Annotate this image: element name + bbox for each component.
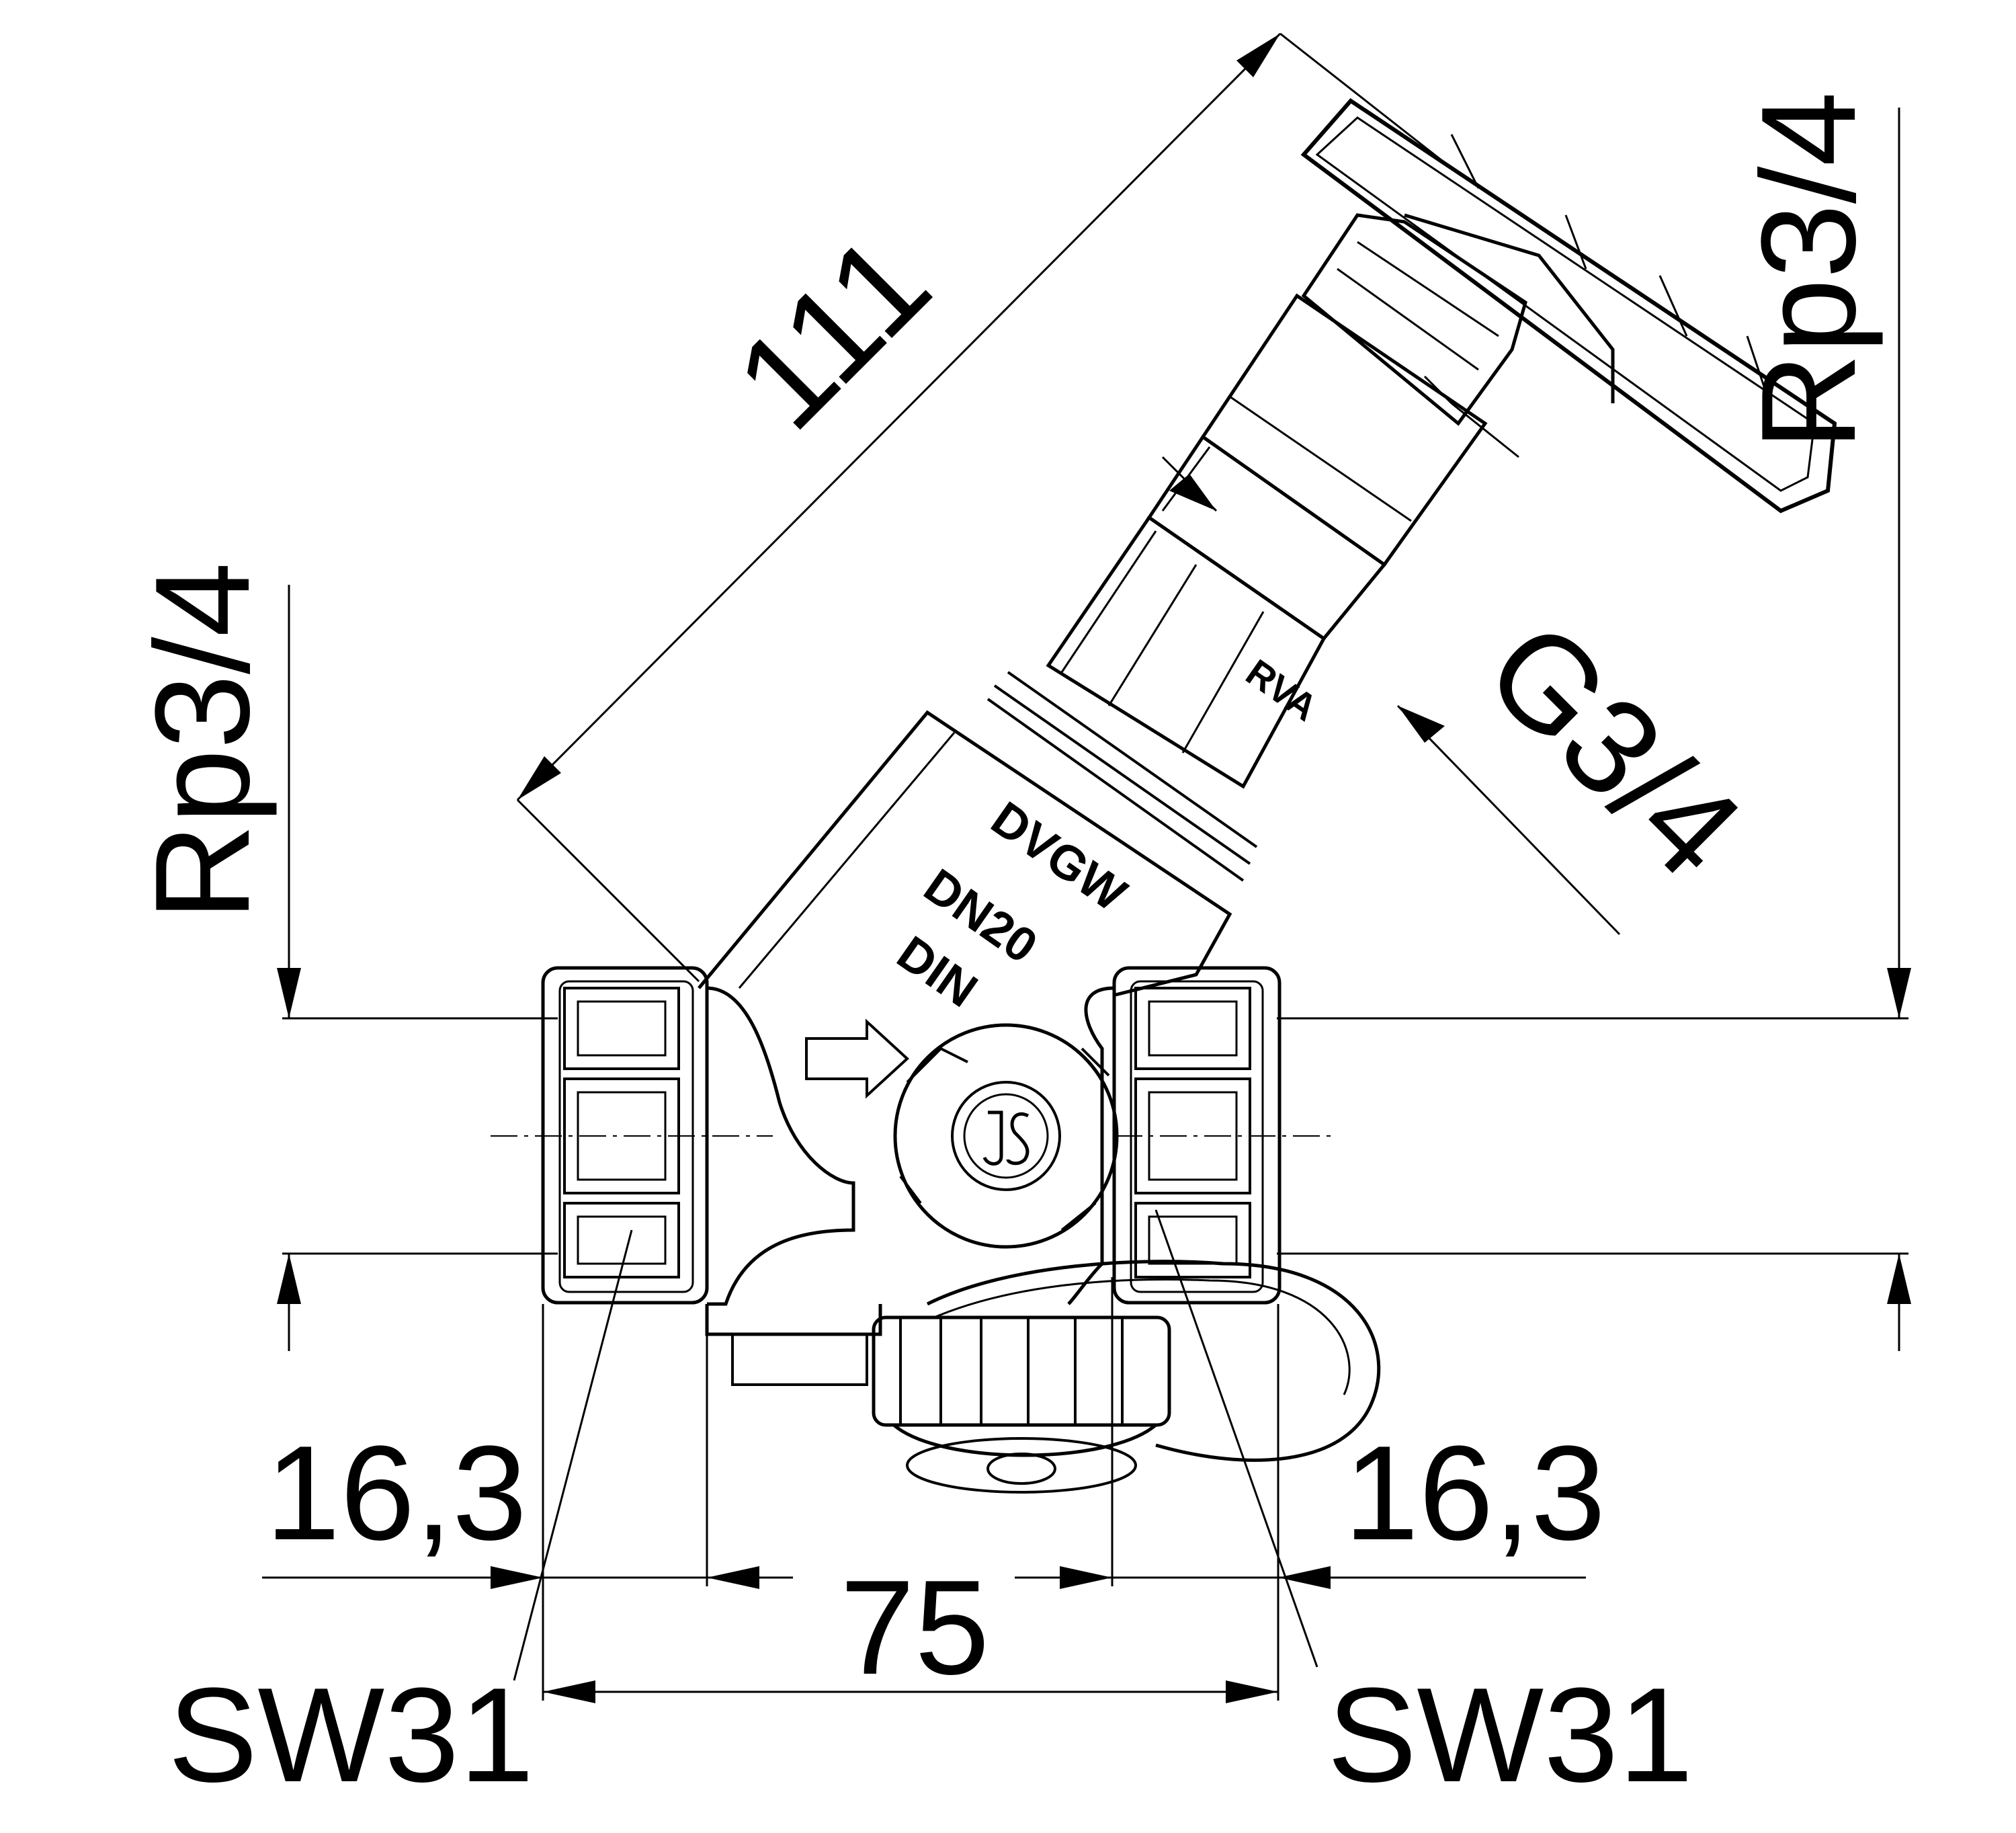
dimension-rp34-left: Rp3/4: [128, 562, 278, 921]
arrow-right-icon: [805, 1018, 909, 1099]
dimension-sw31-left: SW31: [168, 1660, 534, 1810]
dimension-111: 111: [708, 207, 958, 458]
valve-body: [541, 98, 1837, 1494]
dimension-arrows: [277, 34, 1911, 1703]
dimension-16-3-right: 16,3: [1344, 1418, 1605, 1568]
js-logo-icon: [982, 1110, 1030, 1166]
dimension-75: 75: [840, 1553, 989, 1703]
dimension-g34: G3/4: [1458, 594, 1770, 905]
dimension-rp34-right: Rp3/4: [1734, 91, 1884, 450]
dimension-16-3-left: 16,3: [265, 1418, 527, 1568]
dimension-sw31-right: SW31: [1327, 1660, 1693, 1810]
